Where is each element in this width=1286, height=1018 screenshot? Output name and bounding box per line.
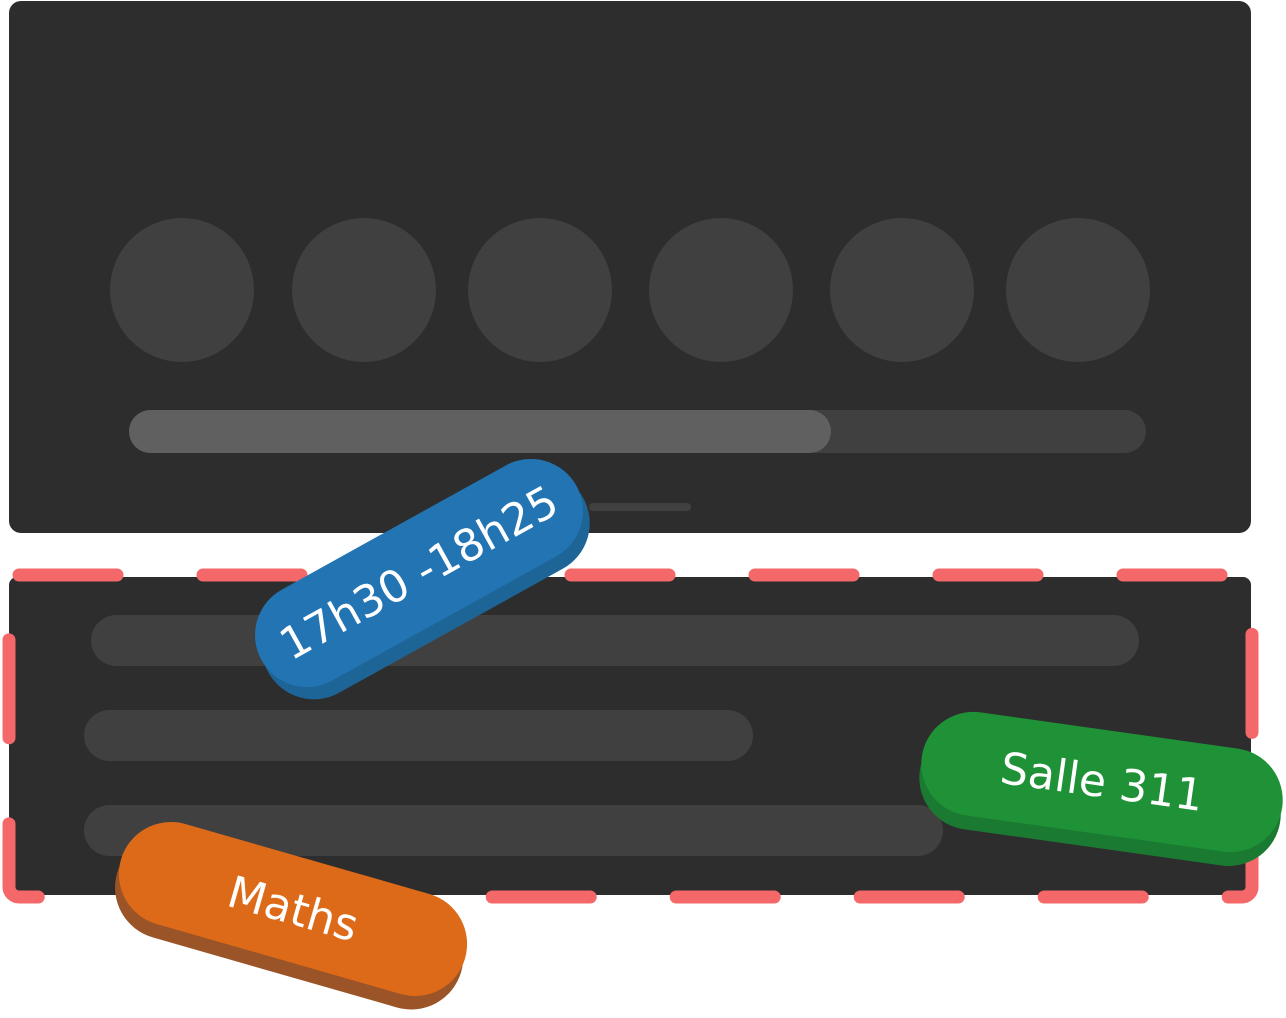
progress-fill <box>129 410 831 453</box>
avatar-placeholder[interactable] <box>649 218 793 362</box>
avatar-placeholder[interactable] <box>468 218 612 362</box>
progress-bar[interactable] <box>129 410 1146 453</box>
room-tag-label: Salle 311 <box>997 742 1207 822</box>
subject-tag-label: Maths <box>222 866 364 952</box>
avatar-placeholder[interactable] <box>830 218 974 362</box>
drag-handle[interactable] <box>589 503 691 511</box>
text-line-placeholder <box>91 615 1139 666</box>
text-line-placeholder <box>84 710 753 761</box>
player-card <box>9 1 1251 533</box>
avatar-placeholder[interactable] <box>1006 218 1150 362</box>
avatar-placeholder[interactable] <box>110 218 254 362</box>
avatar-placeholder[interactable] <box>292 218 436 362</box>
